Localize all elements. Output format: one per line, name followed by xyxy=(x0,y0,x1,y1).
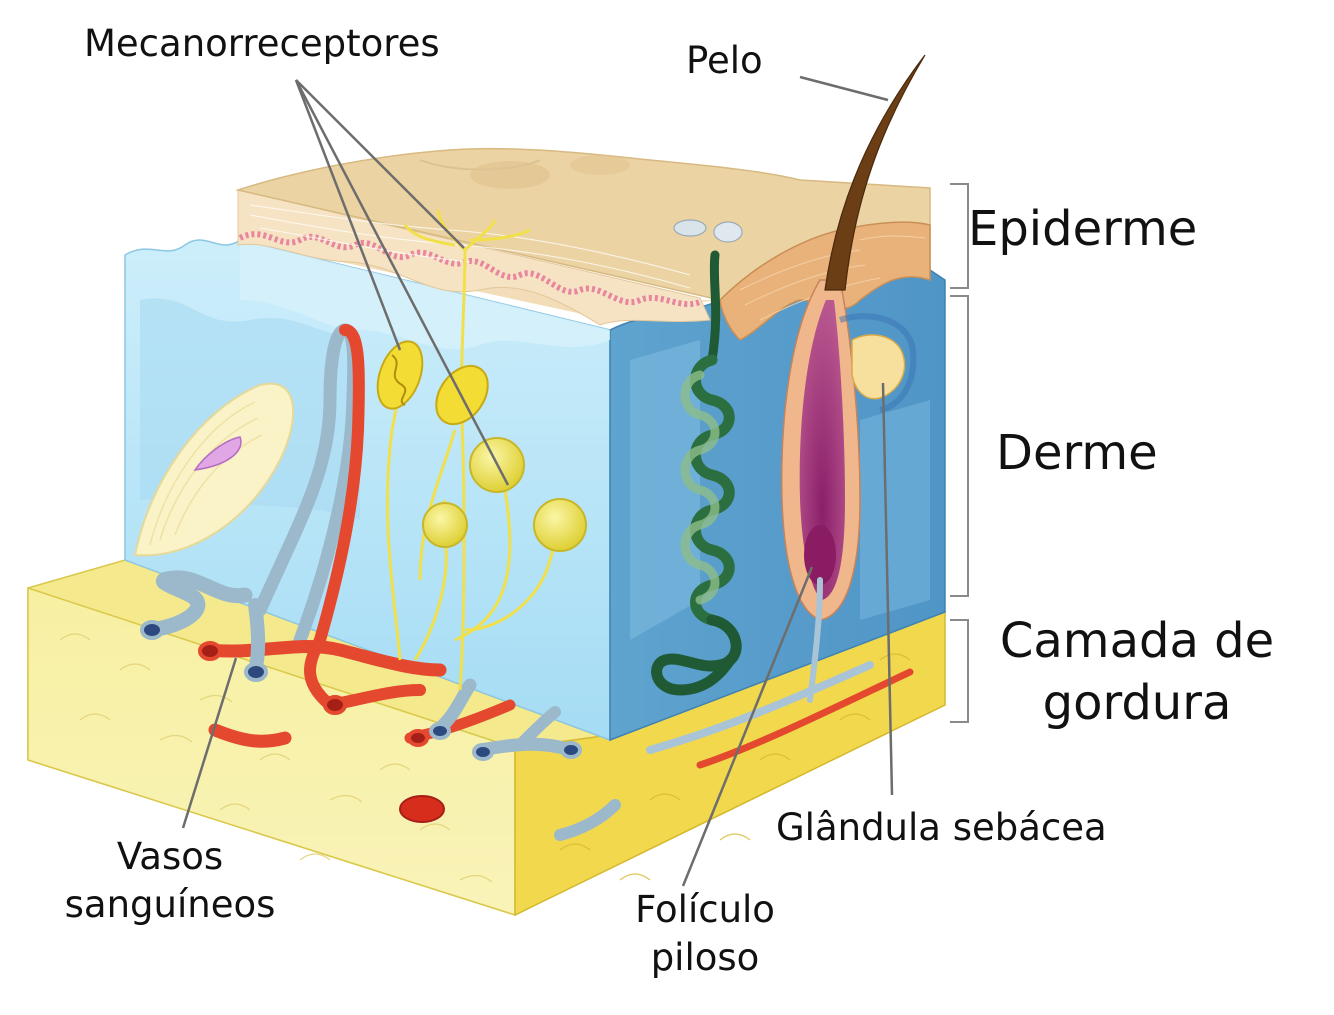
label-mechanoreceptors: Mecanorreceptores xyxy=(84,22,440,65)
blood-vessels xyxy=(142,323,914,841)
vessel-openings xyxy=(140,620,582,823)
hair-follicle xyxy=(781,279,917,621)
label-hair-follicle-line1: Folículo xyxy=(635,888,775,931)
label-sebaceous-gland: Glândula sebácea xyxy=(776,806,1107,849)
epidermis-bracket xyxy=(950,183,969,289)
leader-hair xyxy=(799,75,889,102)
leader-lines xyxy=(181,75,894,887)
layer-brackets xyxy=(950,183,969,723)
leader-mechanoreceptor-1 xyxy=(294,79,402,351)
leader-mechanoreceptor-3 xyxy=(295,79,465,249)
epidermis-layer xyxy=(235,147,931,350)
mechanoreceptors xyxy=(376,340,587,552)
label-epidermis: Epiderme xyxy=(968,201,1198,257)
lamellar-corpuscle xyxy=(133,382,295,557)
label-blood-vessels-line1: Vasos xyxy=(116,835,224,878)
leader-sebaceous-gland xyxy=(881,382,894,796)
leader-blood-vessels xyxy=(181,657,238,829)
label-dermis: Derme xyxy=(996,425,1158,481)
sweat-gland xyxy=(651,250,742,696)
leader-hair-follicle xyxy=(681,566,814,887)
dermis-bracket xyxy=(950,295,969,597)
hair-shaft xyxy=(824,54,926,291)
label-fat-layer-line2: gordura xyxy=(1042,675,1232,731)
label-hair-follicle-line2: piloso xyxy=(650,936,760,979)
fat-bracket xyxy=(950,619,969,723)
label-blood-vessels-line2: sanguíneos xyxy=(64,883,276,926)
leader-mechanoreceptor-2 xyxy=(294,79,510,486)
label-hair: Pelo xyxy=(686,39,763,82)
label-fat-layer-line1: Camada de xyxy=(999,613,1275,669)
